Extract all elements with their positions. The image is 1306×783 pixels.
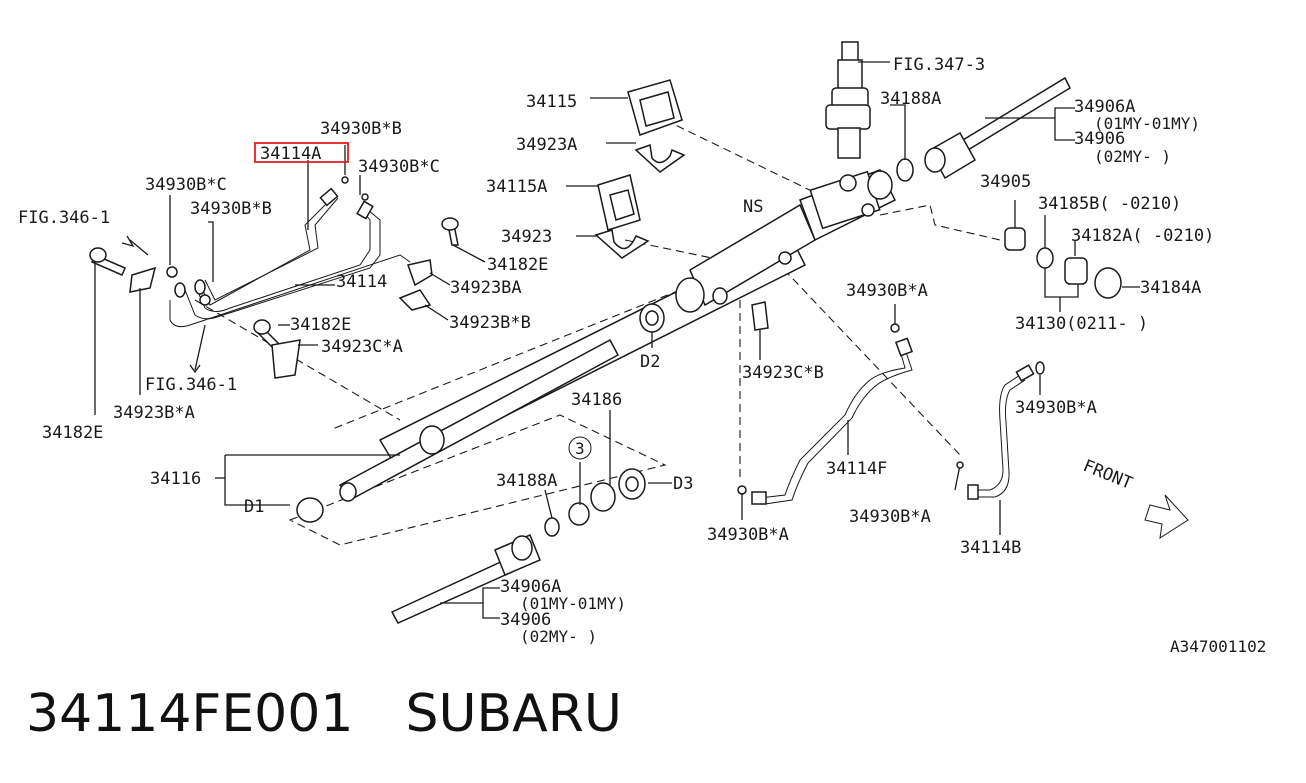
label-34930BA-c[interactable]: 34930B*A — [849, 507, 931, 527]
exploded-view-drawing: FRONT FIG.347-3 34115 34188A 34906A (01M… — [18, 41, 1266, 656]
label-34930BC-a[interactable]: 34930B*C — [145, 175, 227, 195]
label-34923BB[interactable]: 34923B*B — [449, 313, 531, 333]
label-34930BA-a[interactable]: 34930B*A — [846, 281, 928, 301]
callout-labels: FIG.347-3 34115 34188A 34906A (01MY-01MY… — [18, 55, 1266, 656]
label-34906-top[interactable]: 34906 — [1074, 129, 1125, 149]
pinion-shaft — [825, 41, 890, 159]
label-34182E-b[interactable]: 34182E — [290, 315, 351, 335]
label-34114B[interactable]: 34114B — [960, 538, 1021, 558]
label-34930BB-top[interactable]: 34930B*B — [320, 119, 402, 139]
label-34930BC-b[interactable]: 34930B*C — [358, 157, 440, 177]
label-34182E-c[interactable]: 34182E — [42, 423, 103, 443]
label-34188A-top[interactable]: 34188A — [880, 89, 941, 109]
label-circle-3: 3 — [575, 439, 585, 458]
rack-tube-lower — [215, 338, 620, 523]
label-34930BA-d[interactable]: 34930B*A — [707, 525, 789, 545]
label-34906A-bot[interactable]: 34906A — [500, 577, 561, 597]
label-02my-bot: (02MY- ) — [520, 627, 597, 646]
tie-rod-lower — [390, 534, 541, 624]
label-34116[interactable]: 34116 — [150, 469, 201, 489]
front-label: FRONT — [1080, 456, 1135, 494]
label-fig346-1-top[interactable]: FIG.346-1 — [18, 208, 110, 228]
bushing-group-right — [1004, 200, 1140, 312]
label-01my-top: (01MY-01MY) — [1094, 114, 1200, 133]
bolts-left — [89, 217, 486, 415]
label-34182A[interactable]: 34182A( -0210) — [1071, 226, 1214, 246]
label-d2[interactable]: D2 — [640, 352, 660, 372]
label-34923A[interactable]: 34923A — [516, 135, 577, 155]
label-34182E-a[interactable]: 34182E — [487, 255, 548, 275]
label-34114A[interactable]: 34114A — [260, 144, 321, 164]
label-34930BB-mid[interactable]: 34930B*B — [190, 199, 272, 219]
label-34923CA[interactable]: 34923C*A — [321, 337, 403, 357]
center-bushing — [639, 301, 769, 360]
label-d3[interactable]: D3 — [673, 474, 693, 494]
part-number: 34114FE001 — [26, 684, 354, 744]
brand-name: SUBARU — [405, 684, 622, 744]
label-d1[interactable]: D1 — [244, 497, 264, 517]
bushing-group-lower — [544, 410, 672, 537]
label-34184A[interactable]: 34184A — [1140, 278, 1201, 298]
clamps-top — [566, 79, 686, 259]
diagram-reference-code: A347001102 — [1170, 637, 1266, 656]
label-ns[interactable]: NS — [743, 197, 763, 217]
label-02my-top: (02MY- ) — [1094, 147, 1171, 166]
label-34923BA[interactable]: 34923BA — [450, 278, 522, 298]
tie-rod-upper — [890, 76, 1075, 182]
label-fig346-1-bot[interactable]: FIG.346-1 — [145, 375, 237, 395]
label-01my-bot: (01MY-01MY) — [520, 594, 626, 613]
label-34188A-bot[interactable]: 34188A — [496, 471, 557, 491]
label-34114[interactable]: 34114 — [336, 272, 387, 292]
highlight-box-34114A — [254, 142, 349, 163]
label-34923CB[interactable]: 34923C*B — [742, 363, 824, 383]
part-caption: 34114FE001 SUBARU — [26, 684, 674, 744]
label-34923BA-2[interactable]: 34923B*A — [113, 403, 195, 423]
pipe-34114F — [737, 304, 913, 520]
front-arrow: FRONT — [1080, 456, 1189, 540]
label-fig347-3[interactable]: FIG.347-3 — [893, 55, 985, 75]
label-34115A[interactable]: 34115A — [486, 177, 547, 197]
label-34115[interactable]: 34115 — [526, 92, 577, 112]
label-34905[interactable]: 34905 — [980, 172, 1031, 192]
pipe-assembly-left — [166, 145, 411, 328]
label-34930BA-b[interactable]: 34930B*A — [1015, 398, 1097, 418]
pipe-34114B — [954, 361, 1045, 535]
label-34130[interactable]: 34130(0211- ) — [1015, 314, 1148, 334]
label-34114F[interactable]: 34114F — [826, 459, 887, 479]
label-34186[interactable]: 34186 — [571, 390, 622, 410]
label-34923[interactable]: 34923 — [501, 227, 552, 247]
label-34906-bot[interactable]: 34906 — [500, 610, 551, 630]
label-34185B[interactable]: 34185B( -0210) — [1038, 194, 1181, 214]
label-34906A-top[interactable]: 34906A — [1074, 97, 1135, 117]
